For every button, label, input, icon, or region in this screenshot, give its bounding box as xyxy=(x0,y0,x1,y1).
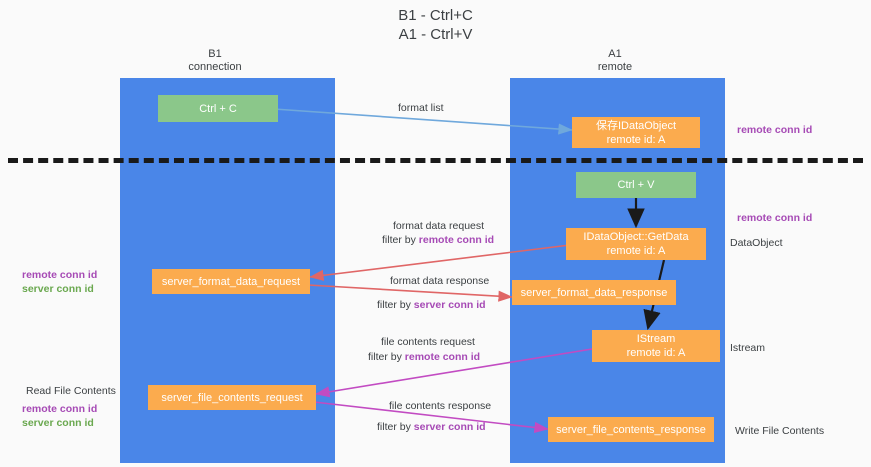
node-server-file-contents-request[interactable]: server_file_contents_request xyxy=(148,385,316,410)
annotation-read-file-contents: Read File Contents xyxy=(26,385,116,397)
annotation-dataobject: DataObject xyxy=(730,237,783,249)
phase-divider xyxy=(8,158,863,163)
node-server-format-data-response[interactable]: server_format_data_response xyxy=(512,280,676,305)
annotation-remote-conn-id-mid: remote conn id xyxy=(737,212,813,224)
edge-label-format-data-request-filter: filter by remote conn id xyxy=(382,233,494,247)
filter-key: server conn id xyxy=(413,421,486,433)
node-idataobject-getdata[interactable]: IDataObject::GetData remote id: A xyxy=(566,228,706,260)
column-header-a1: A1 remote xyxy=(597,48,633,73)
edge-label-file-contents-response: file contents response xyxy=(389,400,492,412)
annotation-left-server-conn-id: server conn id xyxy=(22,283,94,295)
node-idataobject[interactable]: 保存IDataObject remote id: A xyxy=(572,117,700,148)
filter-prefix: filter by xyxy=(368,351,405,363)
node-ctrl-v[interactable]: Ctrl + V xyxy=(576,172,696,198)
edge-label-format-data-response: format data response xyxy=(390,275,490,287)
annotation-istream: Istream xyxy=(730,342,766,354)
filter-key: remote conn id xyxy=(418,234,495,246)
filter-prefix: filter by xyxy=(377,299,414,311)
edge-label-format-data-response-filter: filter by server conn id xyxy=(377,298,486,312)
filter-prefix: filter by xyxy=(377,421,414,433)
node-server-file-contents-response[interactable]: server_file_contents_response xyxy=(548,417,714,442)
edge-label-file-contents-request-filter: filter by remote conn id xyxy=(368,350,480,364)
annotation-write-file-contents: Write File Contents xyxy=(735,425,825,437)
annotation-left-server-conn-id-2: server conn id xyxy=(22,417,94,429)
edge-label-format-list: format list xyxy=(398,102,444,114)
filter-key: server conn id xyxy=(413,299,486,311)
annotation-left-remote-conn-id-2: remote conn id xyxy=(22,403,98,415)
filter-key: remote conn id xyxy=(404,351,481,363)
annotation-left-remote-conn-id: remote conn id xyxy=(22,269,98,281)
edge-label-file-contents-response-filter: filter by server conn id xyxy=(377,420,486,434)
node-server-format-data-request[interactable]: server_format_data_request xyxy=(152,269,310,294)
node-istream[interactable]: IStream remote id: A xyxy=(592,330,720,362)
node-ctrl-c[interactable]: Ctrl + C xyxy=(158,95,278,122)
edge-label-file-contents-request: file contents request xyxy=(381,336,475,348)
annotation-remote-conn-id-top: remote conn id xyxy=(737,124,813,136)
column-header-b1: B1 connection xyxy=(188,48,242,73)
edge-label-format-data-request: format data request xyxy=(393,220,485,232)
filter-prefix: filter by xyxy=(382,234,419,246)
diagram-title: B1 - Ctrl+C A1 - Ctrl+V xyxy=(398,7,473,43)
